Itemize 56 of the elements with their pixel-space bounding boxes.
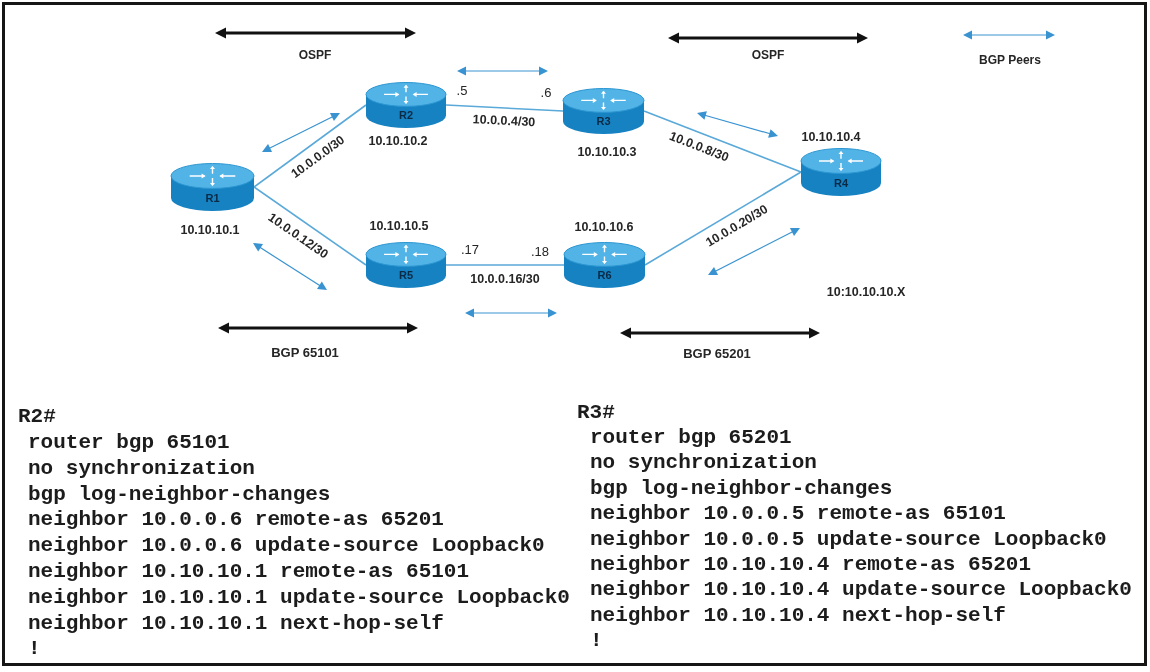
as-label: BGP 65201 [683,346,751,360]
router-label: R6 [597,269,612,281]
interface-address: .18 [530,244,550,258]
config-line: neighbor 10.10.10.1 update-source Loopback0 [28,585,570,610]
config-line: neighbor 10.10.10.4 next-hop-self [590,603,1006,628]
address-label: 10.10.10.5 [369,219,429,233]
config-line: neighbor 10.10.10.4 remote-as 65201 [590,553,1032,577]
address-label: 10.10.10.4 [801,130,861,144]
config-line: bgp log-neighbor-changes [28,482,331,507]
router-symbol [800,148,882,196]
area-label: OSPF [298,49,332,61]
router-label: R1 [205,192,220,204]
config-line: neighbor 10.0.0.5 remote-as 65101 [590,502,1006,527]
router-symbol [562,88,645,134]
config-line: neighbor 10.0.0.5 update-source Loopback0 [590,527,1107,552]
config-prompt: R3# [577,401,615,425]
interface-address: .17 [460,242,480,256]
area-label: OSPF [751,49,785,61]
interface-address: .6 [540,85,552,99]
address-label: 10.10.10.6 [574,220,634,234]
config-line: ! [28,637,41,662]
link-line [253,186,367,266]
router-label: R4 [833,177,849,189]
router-label: R5 [398,269,414,281]
legend-label: BGP Peers [979,54,1041,66]
link-line [445,104,564,112]
router-symbol [563,242,646,288]
config-line: neighbor 10.10.10.4 update-source Loopback0 [590,578,1132,603]
link-line [643,110,802,173]
config-line: neighbor 10.0.0.6 update-source Loopback0 [28,534,545,559]
router-label: R2 [398,109,414,121]
address-label: 10.10.10.1 [180,223,240,237]
edge-label: 10.0.0.4/30 [472,113,536,129]
config-line: no synchronization [28,456,255,481]
config-prompt: R2# [18,405,56,429]
router-symbol [365,82,447,128]
config-line: router bgp 65101 [28,431,230,455]
config-line: no synchronization [590,451,817,476]
config-line: neighbor 10.0.0.6 remote-as 65201 [28,508,444,533]
edge-label: 10.0.0.16/30 [470,272,540,286]
as-label: BGP 65101 [271,345,339,359]
router-symbol [365,242,447,288]
interface-address: .5 [456,83,468,97]
config-line: neighbor 10.10.10.1 remote-as 65101 [28,560,470,584]
config-line: neighbor 10.10.10.1 next-hop-self [28,611,444,636]
config-line: ! [590,629,603,654]
config-line: bgp log-neighbor-changes [590,476,893,501]
address-label: 10.10.10.3 [577,145,637,159]
link-line [253,104,367,188]
address-label: 10.10.10.2 [368,134,428,148]
router-symbol [170,163,255,211]
address-note: 10:10.10.10.X [826,285,906,299]
config-line: router bgp 65201 [590,426,792,450]
link-line [445,264,565,266]
router-label: R3 [596,115,611,127]
link-line [644,171,802,266]
